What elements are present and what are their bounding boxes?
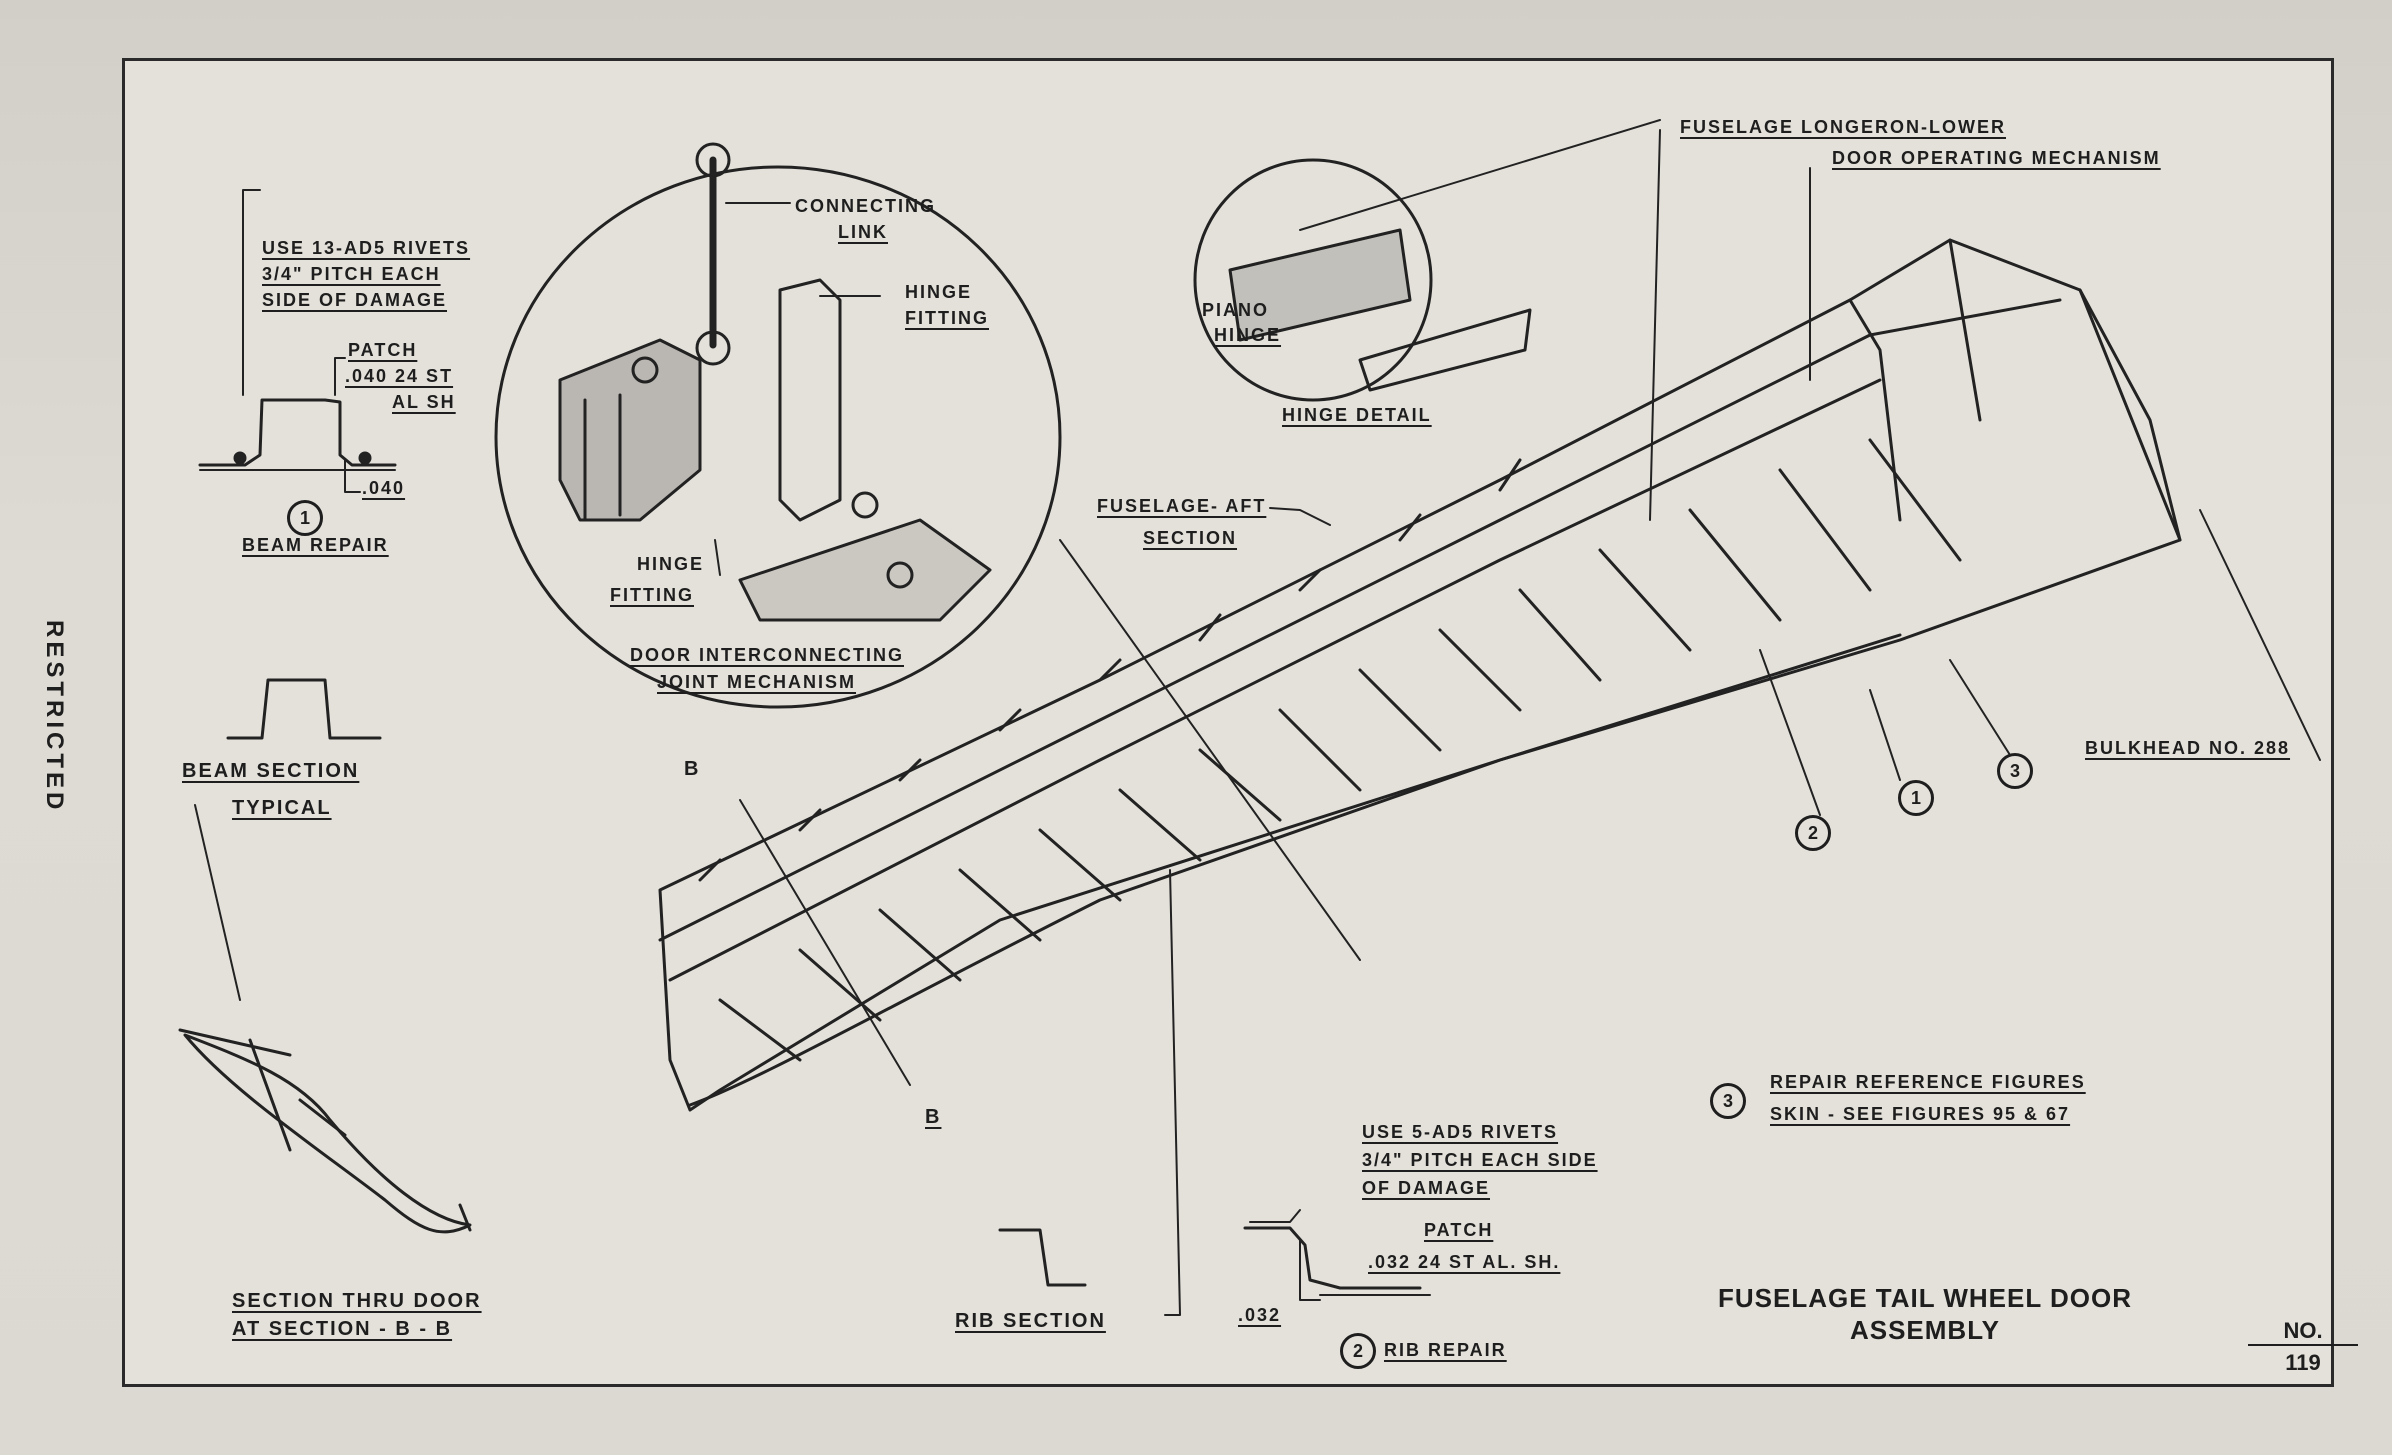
rib-thickness: .032: [1238, 1305, 1282, 1325]
beam-patch-line2: .040 24 ST: [345, 366, 454, 386]
hinge-fitting-left-line2: FITTING: [610, 585, 694, 605]
repair-ref-line2: SKIN - SEE FIGURES 95 & 67: [1770, 1104, 2071, 1124]
hinge-fitting-right-line2: FITTING: [905, 308, 989, 328]
section-door-line1: SECTION THRU DOOR: [232, 1290, 482, 1312]
mechanism-caption-line2: JOINT MECHANISM: [657, 672, 857, 692]
beam-section-line1: BEAM SECTION: [182, 760, 360, 782]
rib-rivets-line1: USE 5-AD5 RIVETS: [1362, 1122, 1559, 1142]
piano-hinge-line1: PIANO: [1202, 300, 1270, 320]
leader-lines: [739, 129, 2321, 1316]
beam-rivets-line2: 3/4" PITCH EACH: [262, 264, 441, 284]
figure-number: 119: [2285, 1350, 2321, 1375]
beam-repair-number: 1: [287, 500, 323, 536]
hinge-fitting-left-line1: HINGE: [637, 554, 705, 574]
door-mechanism-callout: DOOR OPERATING MECHANISM: [1832, 148, 2161, 168]
rib-repair-sketch: [1243, 1209, 1431, 1301]
beam-patch-line3: AL SH: [392, 392, 456, 412]
beam-section-profile: [226, 678, 382, 740]
rib-section-profile: [998, 1228, 1087, 1287]
door-section-sketch: [178, 804, 472, 1234]
ref-number-2: 2: [1795, 815, 1831, 851]
repair-ref-number: 3: [1710, 1083, 1746, 1119]
section-marker-top: B: [684, 758, 701, 780]
beam-rivets-line3: SIDE OF DAMAGE: [262, 290, 448, 310]
rib-patch-line1: PATCH: [1424, 1220, 1494, 1240]
aft-section-line1: FUSELAGE- AFT: [1097, 496, 1267, 516]
drawing-border: [122, 58, 2334, 1387]
hinge-fitting-right-line1: HINGE: [905, 282, 973, 302]
mechanism-detail-circle: [494, 142, 1062, 709]
beam-section-line2: TYPICAL: [232, 797, 332, 819]
rib-repair-number: 2: [1340, 1333, 1376, 1369]
piano-hinge-line2: HINGE: [1214, 325, 1282, 345]
connecting-link-line2: LINK: [838, 222, 888, 242]
beam-patch-line1: PATCH: [348, 340, 418, 360]
hinge-detail-caption: HINGE DETAIL: [1282, 405, 1432, 425]
rib-section-label: RIB SECTION: [955, 1310, 1106, 1332]
longeron-callout: FUSELAGE LONGERON-LOWER: [1680, 117, 2006, 137]
repair-ref-line1: REPAIR REFERENCE FIGURES: [1770, 1072, 2086, 1092]
beam-repair-caption: BEAM REPAIR: [242, 535, 389, 555]
rib-rivets-line2: 3/4" PITCH EACH SIDE: [1362, 1150, 1598, 1170]
drawing-title: FUSELAGE TAIL WHEEL DOOR ASSEMBLY: [1700, 1282, 2150, 1346]
beam-thickness: .040: [362, 478, 406, 498]
aft-section-line2: SECTION: [1143, 528, 1238, 548]
title-line1: FUSELAGE TAIL WHEEL DOOR: [1717, 1283, 2132, 1313]
hinge-detail-circle: [1193, 119, 1661, 402]
restricted-label: RESTRICTED: [41, 620, 68, 814]
ref-number-1: 1: [1898, 780, 1934, 816]
connecting-link-line1: CONNECTING: [795, 196, 936, 216]
section-door-line2: AT SECTION - B - B: [232, 1318, 453, 1340]
section-marker-bottom: B: [925, 1106, 942, 1128]
beam-rivets-line1: USE 13-AD5 RIVETS: [262, 238, 471, 258]
ref-number-3: 3: [1997, 753, 2033, 789]
figure-label: NO.: [2248, 1318, 2358, 1346]
bulkhead-callout: BULKHEAD NO. 288: [2085, 738, 2291, 758]
rib-patch-line2: .032 24 ST AL. SH.: [1368, 1252, 1561, 1272]
fuselage-assembly: [658, 238, 2182, 1112]
rib-rivets-line3: OF DAMAGE: [1362, 1178, 1490, 1198]
beam-repair-sketch: [198, 189, 397, 493]
rib-repair-caption: RIB REPAIR: [1384, 1340, 1507, 1360]
title-line2: ASSEMBLY: [1849, 1315, 2001, 1345]
mechanism-caption-line1: DOOR INTERCONNECTING: [630, 645, 904, 665]
